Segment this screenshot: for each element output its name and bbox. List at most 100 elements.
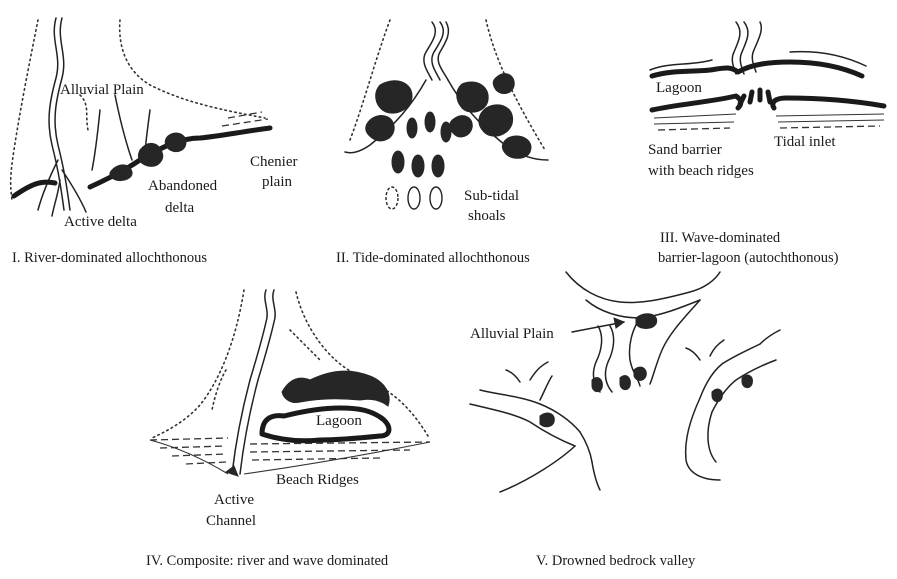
chenier-ridges [222, 119, 268, 126]
tidal-flat [366, 115, 394, 140]
label-channel: Channel [206, 513, 256, 529]
active-channel-bank [240, 290, 275, 474]
subtidal-shoal [430, 187, 442, 209]
tidal-flat [712, 389, 722, 402]
valley-shore [500, 446, 575, 492]
valley-wall-right [120, 20, 265, 118]
tidal-flat [742, 375, 752, 388]
valley-shore [708, 412, 716, 462]
subtidal-shoal [408, 187, 420, 209]
label-delta: delta [165, 200, 194, 216]
tidal-shoal [432, 155, 444, 177]
barrier-shore [150, 440, 228, 474]
label-active: Active [214, 492, 254, 508]
tidal-inlet-delta [768, 92, 770, 102]
river-channel-bank [55, 18, 70, 210]
beach-ridge [172, 454, 226, 456]
label-beach-ridges: Beach Ridges [276, 472, 359, 488]
tributary-branch [760, 330, 780, 344]
tidal-inlet-delta [750, 92, 752, 102]
caption-wave-dominated-line1: III. Wave-dominated [660, 230, 781, 246]
abandoned-delta-lobe [165, 133, 186, 151]
drowned-tributary [480, 390, 580, 432]
label-with-beach-ridges: with beach ridges [648, 163, 754, 179]
abandoned-channel [115, 95, 132, 160]
tidal-flat [592, 378, 602, 392]
beach-ridge [250, 442, 430, 444]
tidal-flat [457, 82, 488, 112]
beach-ridge [776, 114, 884, 116]
beach-ridge [150, 438, 228, 440]
label-lagoon: Lagoon [316, 413, 362, 429]
label-plain: plain [262, 174, 292, 190]
beach-ridge [654, 122, 734, 124]
beach-ridge [778, 120, 884, 122]
chenier-ridges [228, 112, 262, 118]
caption-river-dominated: I. River-dominated allochthonous [12, 250, 207, 266]
old-shoreline [80, 95, 88, 130]
valley-wall-left [152, 290, 244, 438]
tidal-shoal [392, 151, 404, 173]
caption-tide-dominated: II. Tide-dominated allochthonous [336, 250, 530, 266]
beach-ridge [654, 114, 736, 118]
panel-wave-dominated: Lagoon Sand barrier with beach ridges Ti… [648, 22, 884, 266]
river-channel [732, 22, 740, 74]
label-abandoned: Abandoned [148, 178, 218, 194]
panel-river-dominated: Alluvial Plain Abandoned delta Chenier p… [11, 18, 298, 266]
label-sand-barrier: Sand barrier [648, 142, 722, 158]
tidal-flat [502, 136, 531, 158]
caption-drowned-valley: V. Drowned bedrock valley [536, 553, 696, 569]
tidal-flat [493, 74, 514, 94]
river-channel-bank [432, 22, 444, 80]
tidal-flat [376, 81, 412, 113]
tributary-branch [540, 376, 552, 400]
abandoned-delta-lobe [138, 143, 162, 166]
distributary [62, 170, 86, 212]
panel-tide-dominated: Sub-tidal shoals II. Tide-dominated allo… [336, 20, 548, 266]
drowned-tributary [470, 404, 575, 446]
river-channel [424, 22, 436, 80]
caption-wave-dominated-line2: barrier-lagoon (autochthonous) [658, 250, 839, 266]
subtidal-shoal [386, 187, 398, 209]
sand-barrier [652, 96, 741, 110]
valley-shore [566, 272, 720, 303]
tributary-branch [710, 340, 724, 356]
tidal-flat [540, 413, 554, 427]
beach-ridge [658, 128, 730, 130]
valley-wall-left [11, 20, 38, 200]
barrier-shore [244, 442, 430, 474]
panel-composite: Lagoon Beach Ridges Active Channel IV. C… [146, 290, 430, 569]
sand-barrier [773, 98, 884, 108]
tidal-flat [634, 367, 646, 380]
tidal-flat [636, 314, 657, 329]
label-chenier: Chenier [250, 154, 297, 170]
active-channel [232, 290, 267, 474]
old-channel [290, 330, 320, 360]
tidal-shoal [425, 112, 435, 132]
valley-shore [686, 398, 720, 480]
channel-mouth-bar [226, 466, 238, 476]
tidal-flat [620, 376, 630, 390]
river-channel [605, 326, 613, 392]
valley-shore [580, 432, 592, 462]
label-alluvial-plain: Alluvial Plain [470, 326, 554, 342]
valley-shore [592, 462, 600, 490]
tributary-branch [686, 348, 700, 360]
beach-ridge [252, 458, 380, 460]
abandoned-delta-lobe [110, 165, 132, 181]
tidal-flat [450, 116, 473, 137]
tidal-shoal [407, 118, 417, 138]
valley-shore [650, 300, 700, 384]
tidal-shoal [441, 122, 451, 142]
label-active-delta: Active delta [64, 214, 137, 230]
tidal-flat [479, 105, 513, 136]
tidal-shoal [412, 155, 424, 177]
delta-front-coast [14, 182, 55, 196]
tributary-branch [530, 362, 548, 380]
tributary-branch [506, 370, 520, 382]
label-shoals: shoals [468, 208, 506, 224]
pointer-arrowhead [614, 318, 624, 328]
label-sub-tidal: Sub-tidal [464, 188, 519, 204]
